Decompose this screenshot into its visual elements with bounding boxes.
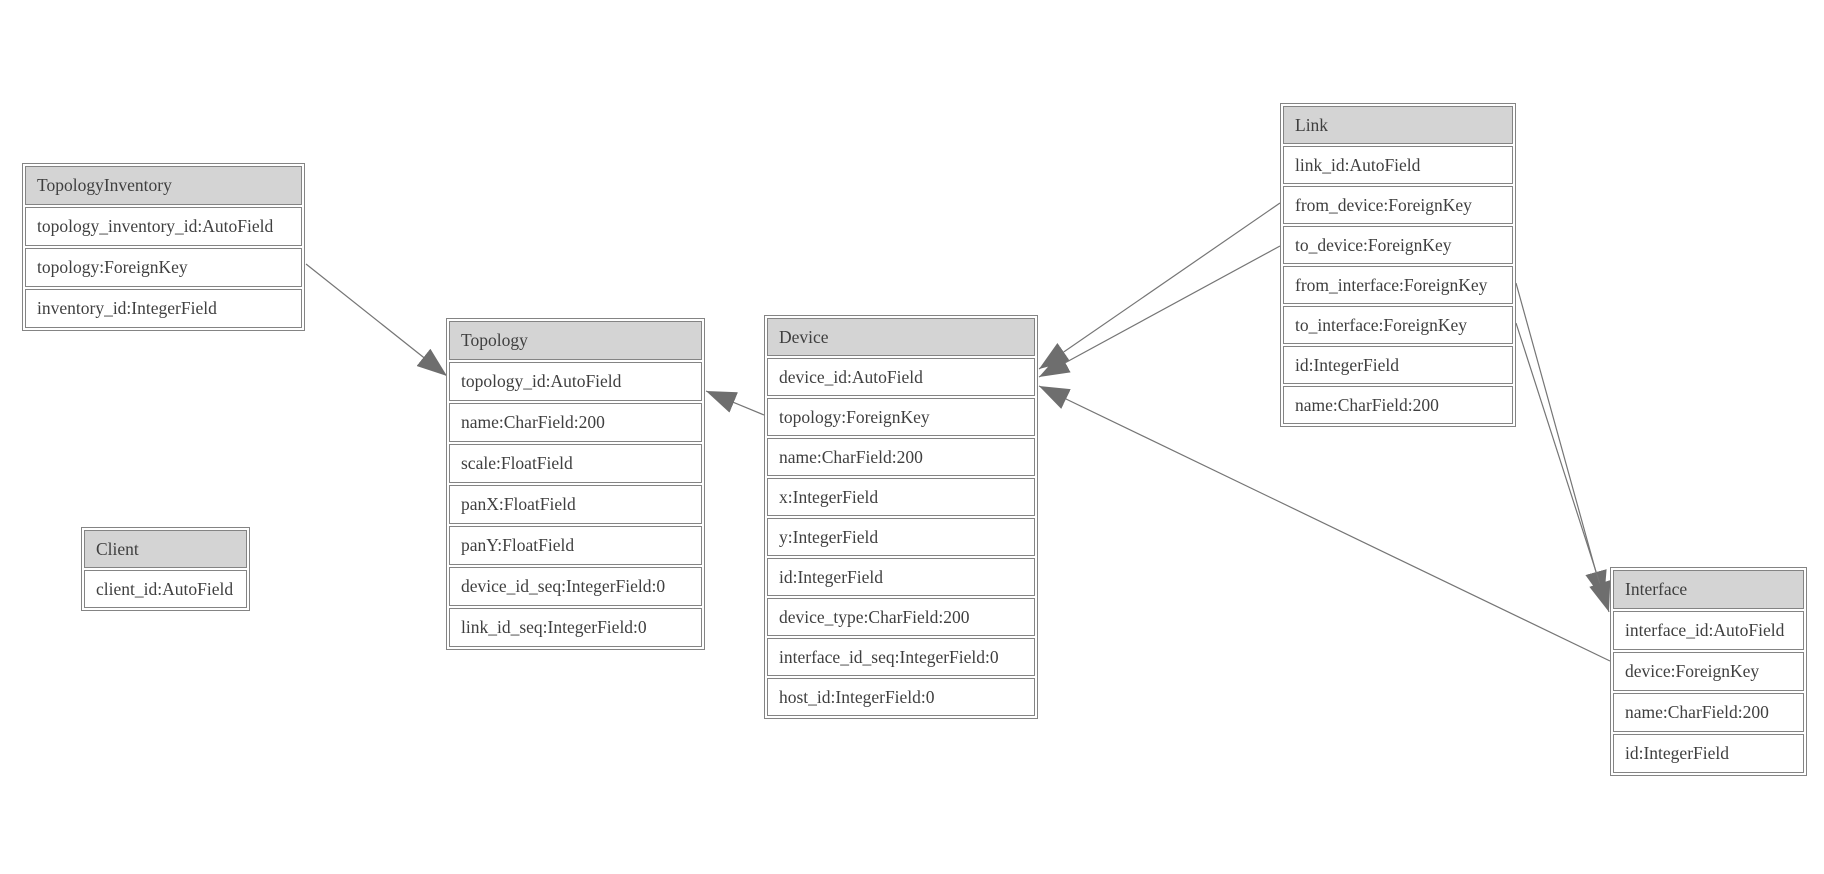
entity-field: host_id:IntegerField:0 xyxy=(767,678,1035,716)
entity-field: device_id:AutoField xyxy=(767,358,1035,396)
entity-title-client: Client xyxy=(84,530,247,568)
entity-field: x:IntegerField xyxy=(767,478,1035,516)
entity-field: to_device:ForeignKey xyxy=(1283,226,1513,264)
entity-field: from_interface:ForeignKey xyxy=(1283,266,1513,304)
relation-link-tointerface-interface xyxy=(1515,322,1611,613)
entity-field: to_interface:ForeignKey xyxy=(1283,306,1513,344)
entity-field: name:CharField:200 xyxy=(1283,386,1513,424)
entity-field: name:CharField:200 xyxy=(1613,693,1804,732)
entity-field: interface_id_seq:IntegerField:0 xyxy=(767,638,1035,676)
relation-device-topology xyxy=(705,390,765,416)
entity-field: id:IntegerField xyxy=(1283,346,1513,384)
entity-field: panX:FloatField xyxy=(449,485,702,524)
entity-title-topology-inventory: TopologyInventory xyxy=(25,166,302,205)
entity-field: topology:ForeignKey xyxy=(25,248,302,287)
entity-field: device_type:CharField:200 xyxy=(767,598,1035,636)
entity-field: device:ForeignKey xyxy=(1613,652,1804,691)
entity-field: device_id_seq:IntegerField:0 xyxy=(449,567,702,606)
entity-field: scale:FloatField xyxy=(449,444,702,483)
entity-field: inventory_id:IntegerField xyxy=(25,289,302,328)
entity-field: topology_inventory_id:AutoField xyxy=(25,207,302,246)
entity-field: y:IntegerField xyxy=(767,518,1035,556)
entity-field: name:CharField:200 xyxy=(449,403,702,442)
relation-link-fromdevice-device xyxy=(1038,202,1281,370)
relation-topologyinventory-topology xyxy=(305,263,448,377)
entity-field: from_device:ForeignKey xyxy=(1283,186,1513,224)
entity-title-link: Link xyxy=(1283,106,1513,144)
relation-link-todevice-device xyxy=(1038,245,1281,378)
entity-field: id:IntegerField xyxy=(1613,734,1804,773)
entity-title-topology: Topology xyxy=(449,321,702,360)
entity-field: link_id_seq:IntegerField:0 xyxy=(449,608,702,647)
entity-field: interface_id:AutoField xyxy=(1613,611,1804,650)
entity-field: topology_id:AutoField xyxy=(449,362,702,401)
entity-title-device: Device xyxy=(767,318,1035,356)
entity-title-interface: Interface xyxy=(1613,570,1804,609)
entity-field: topology:ForeignKey xyxy=(767,398,1035,436)
entity-field: name:CharField:200 xyxy=(767,438,1035,476)
relation-interface-device xyxy=(1038,385,1611,662)
entity-field: link_id:AutoField xyxy=(1283,146,1513,184)
entity-field: panY:FloatField xyxy=(449,526,702,565)
relation-link-frominterface-interface xyxy=(1515,282,1607,602)
entity-field: id:IntegerField xyxy=(767,558,1035,596)
entity-field: client_id:AutoField xyxy=(84,570,247,608)
